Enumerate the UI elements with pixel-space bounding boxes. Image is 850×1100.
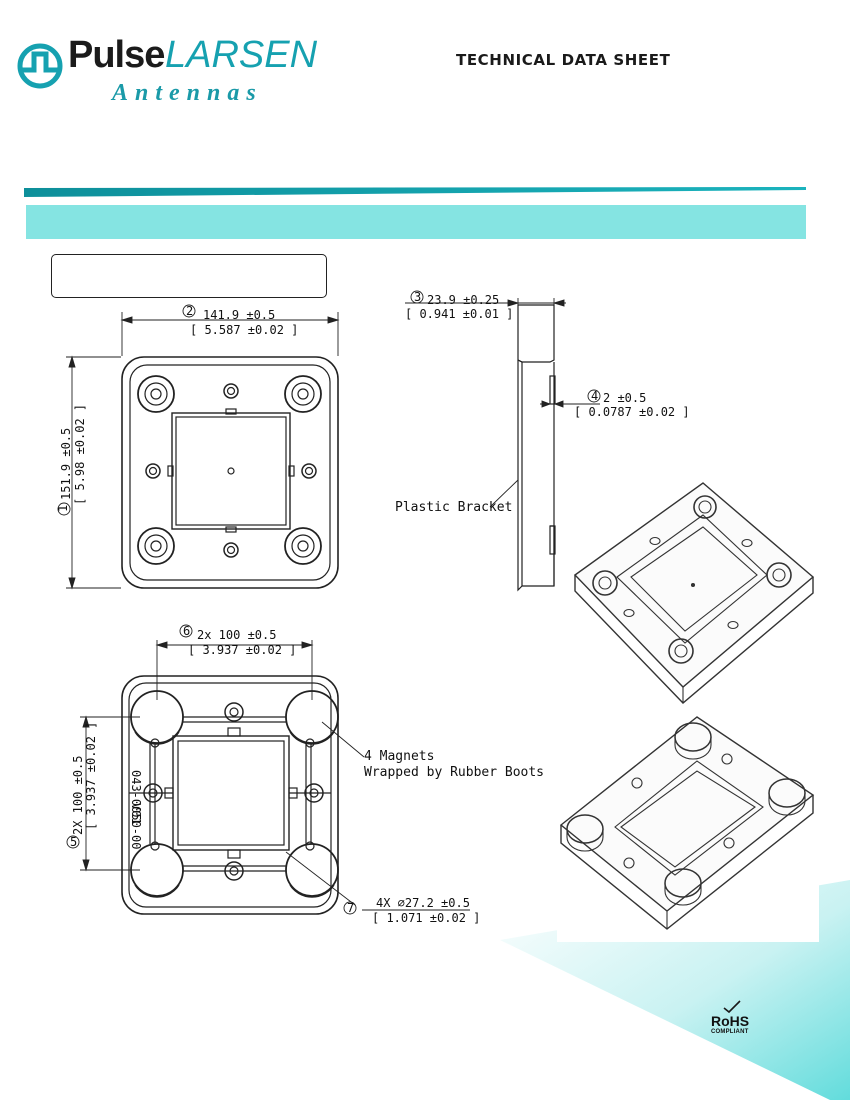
checkmark-icon [723, 1000, 741, 1014]
rohs-compliant: COMPLIANT [711, 1029, 749, 1035]
dim-1-index: 1 [56, 505, 70, 512]
isometric-render [559, 482, 815, 930]
dim-2-metric: 141.9 ±0.5 [203, 308, 275, 322]
drawing-title-box [51, 254, 327, 298]
dim-2-index: 2 [186, 304, 193, 318]
dim-4-index: 4 [591, 389, 598, 403]
part-rev-marking: V01 [129, 803, 143, 825]
side-view [517, 304, 556, 592]
rohs-badge: RoHS COMPLIANT [708, 1000, 758, 1040]
magnet [285, 843, 339, 897]
dimension-3 [405, 290, 566, 360]
header-divider [24, 187, 806, 197]
iso-view-bottom [559, 716, 815, 930]
dimension-7-balloon [343, 901, 357, 915]
dim-2-imperial: [ 5.587 ±0.02 ] [190, 323, 298, 337]
dimension-2 [120, 304, 340, 356]
brand-primary: Pulse [68, 34, 165, 76]
brand-tagline: Antennas [112, 80, 263, 106]
pulse-logo-icon [17, 43, 63, 89]
top-view [121, 356, 339, 589]
mounting-boss [284, 527, 322, 565]
dim-5-index: 5 [70, 835, 77, 849]
isometric-render-panel [557, 455, 819, 942]
diameter-leader [285, 851, 356, 906]
dim-3-index: 3 [414, 290, 421, 304]
iso-magnet [674, 722, 712, 760]
mounting-boss [137, 527, 175, 565]
dimension-6 [155, 624, 314, 700]
dim-7-metric: 4X ∅27.2 ±0.5 [376, 896, 470, 910]
dimension-4 [540, 389, 601, 408]
dim-3-imperial: [ 0.941 ±0.01 ] [405, 307, 513, 321]
dim-7-index: 7 [347, 901, 354, 915]
bottom-view [121, 675, 339, 915]
dim-5-metric: 2X 100 ±0.5 [71, 756, 85, 835]
company-logo: Pulse LARSEN Antennas [16, 34, 346, 110]
dimension-5 [66, 715, 140, 872]
plastic-bracket-leader [489, 479, 519, 508]
document-title: TECHNICAL DATA SHEET [456, 51, 671, 69]
iso-magnet [664, 868, 702, 906]
dim-5-imperial: [ 3.937 ±0.02 ] [84, 722, 98, 830]
dim-1-metric: 151.9 ±0.5 [59, 428, 73, 500]
dim-6-imperial: [ 3.937 ±0.02 ] [188, 643, 296, 657]
dim-4-imperial: [ 0.0787 ±0.02 ] [574, 405, 690, 419]
iso-magnet [566, 814, 604, 852]
rohs-mark: RoHS [711, 1013, 750, 1029]
dim-3-metric: 23.9 ±0.25 [427, 293, 499, 307]
iso-magnet [768, 778, 806, 816]
part-code-marking: 043-0050-00 [129, 770, 143, 849]
dim-4-metric: 2 ±0.5 [603, 391, 646, 405]
dimension-1 [57, 355, 121, 590]
magnets-label-line1: 4 Magnets [364, 749, 434, 764]
dim-1-imperial: [ 5.98 ±0.02 ] [73, 404, 87, 505]
magnets-leader [321, 721, 365, 758]
dim-6-index: 6 [183, 624, 190, 638]
mounting-boss [137, 375, 175, 413]
dim-7-imperial: [ 1.071 ±0.02 ] [372, 911, 480, 925]
dim-6-metric: 2x 100 ±0.5 [197, 628, 276, 642]
plastic-bracket-label: Plastic Bracket [395, 500, 512, 515]
magnets-label-line2: Wrapped by Rubber Boots [364, 765, 544, 780]
section-header-band [26, 205, 806, 239]
brand-secondary: LARSEN [165, 34, 318, 76]
iso-view-top [573, 482, 815, 704]
mounting-boss [284, 375, 322, 413]
